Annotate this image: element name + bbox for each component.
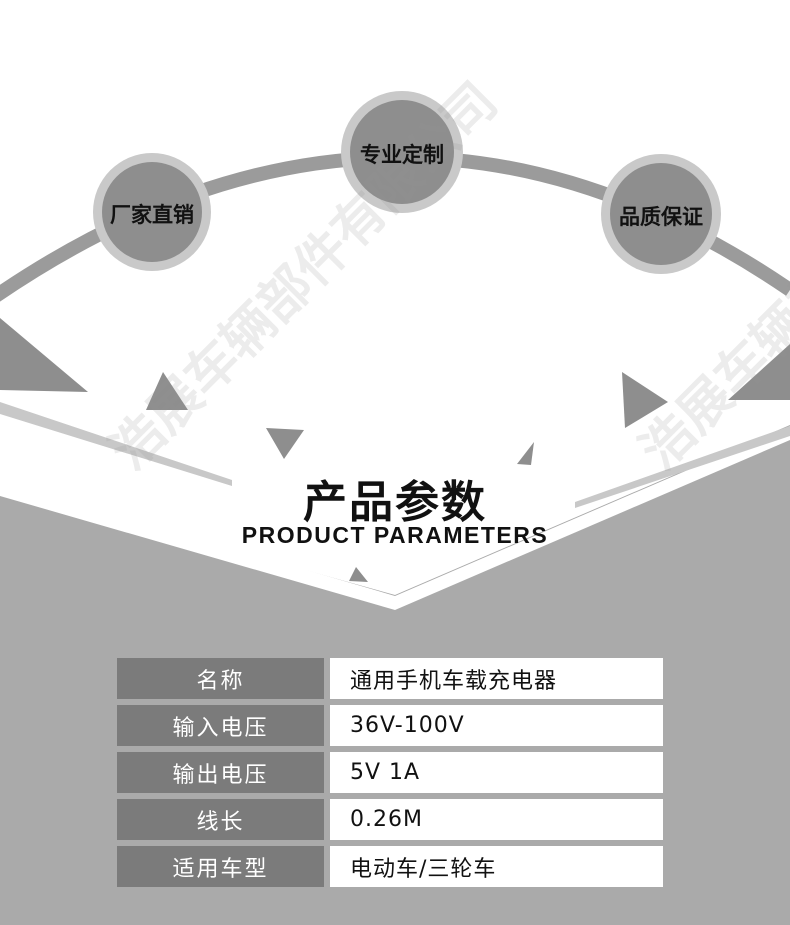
param-label: 线长 xyxy=(117,799,324,840)
param-value: 5V 1A xyxy=(330,752,663,793)
param-label: 名称 xyxy=(117,658,324,699)
table-row: 名称 通用手机车载充电器 xyxy=(117,658,663,699)
parameters-table: 名称 通用手机车载充电器 输入电压 36V-100V 输出电压 5V 1A 线长… xyxy=(117,658,663,893)
triangle-small-3 xyxy=(517,442,534,465)
param-label: 输入电压 xyxy=(117,705,324,746)
table-row: 线长 0.26M xyxy=(117,799,663,840)
table-row: 适用车型 电动车/三轮车 xyxy=(117,846,663,887)
triangle-small-4 xyxy=(622,372,668,428)
triangle-left-large xyxy=(0,318,88,392)
badge-circle-center-inner xyxy=(350,100,454,204)
badge-circle-left-inner xyxy=(102,162,202,262)
triangle-right-large xyxy=(728,344,790,400)
badge-circle-right-inner xyxy=(610,163,712,265)
triangle-small-5 xyxy=(349,567,368,582)
section-title: 产品参数 xyxy=(303,477,487,528)
badge-center-label: 专业定制 xyxy=(360,143,444,167)
section-subtitle: PRODUCT PARAMETERS xyxy=(241,522,549,548)
param-value: 36V-100V xyxy=(330,705,663,746)
triangle-small-1 xyxy=(146,372,188,410)
badge-right-label: 品质保证 xyxy=(619,205,703,229)
badge-left-label: 厂家直销 xyxy=(110,203,194,227)
triangle-small-2 xyxy=(266,428,304,459)
param-value: 0.26M xyxy=(330,799,663,840)
param-label: 适用车型 xyxy=(117,846,324,887)
white-stripe-right xyxy=(395,426,790,610)
param-value: 通用手机车载充电器 xyxy=(330,658,663,699)
table-row: 输出电压 5V 1A xyxy=(117,752,663,793)
light-stripe-right xyxy=(575,426,790,508)
white-stripe-left xyxy=(0,480,395,610)
param-value: 电动车/三轮车 xyxy=(330,846,663,887)
light-stripe-left xyxy=(0,402,232,486)
table-row: 输入电压 36V-100V xyxy=(117,705,663,746)
param-label: 输出电压 xyxy=(117,752,324,793)
